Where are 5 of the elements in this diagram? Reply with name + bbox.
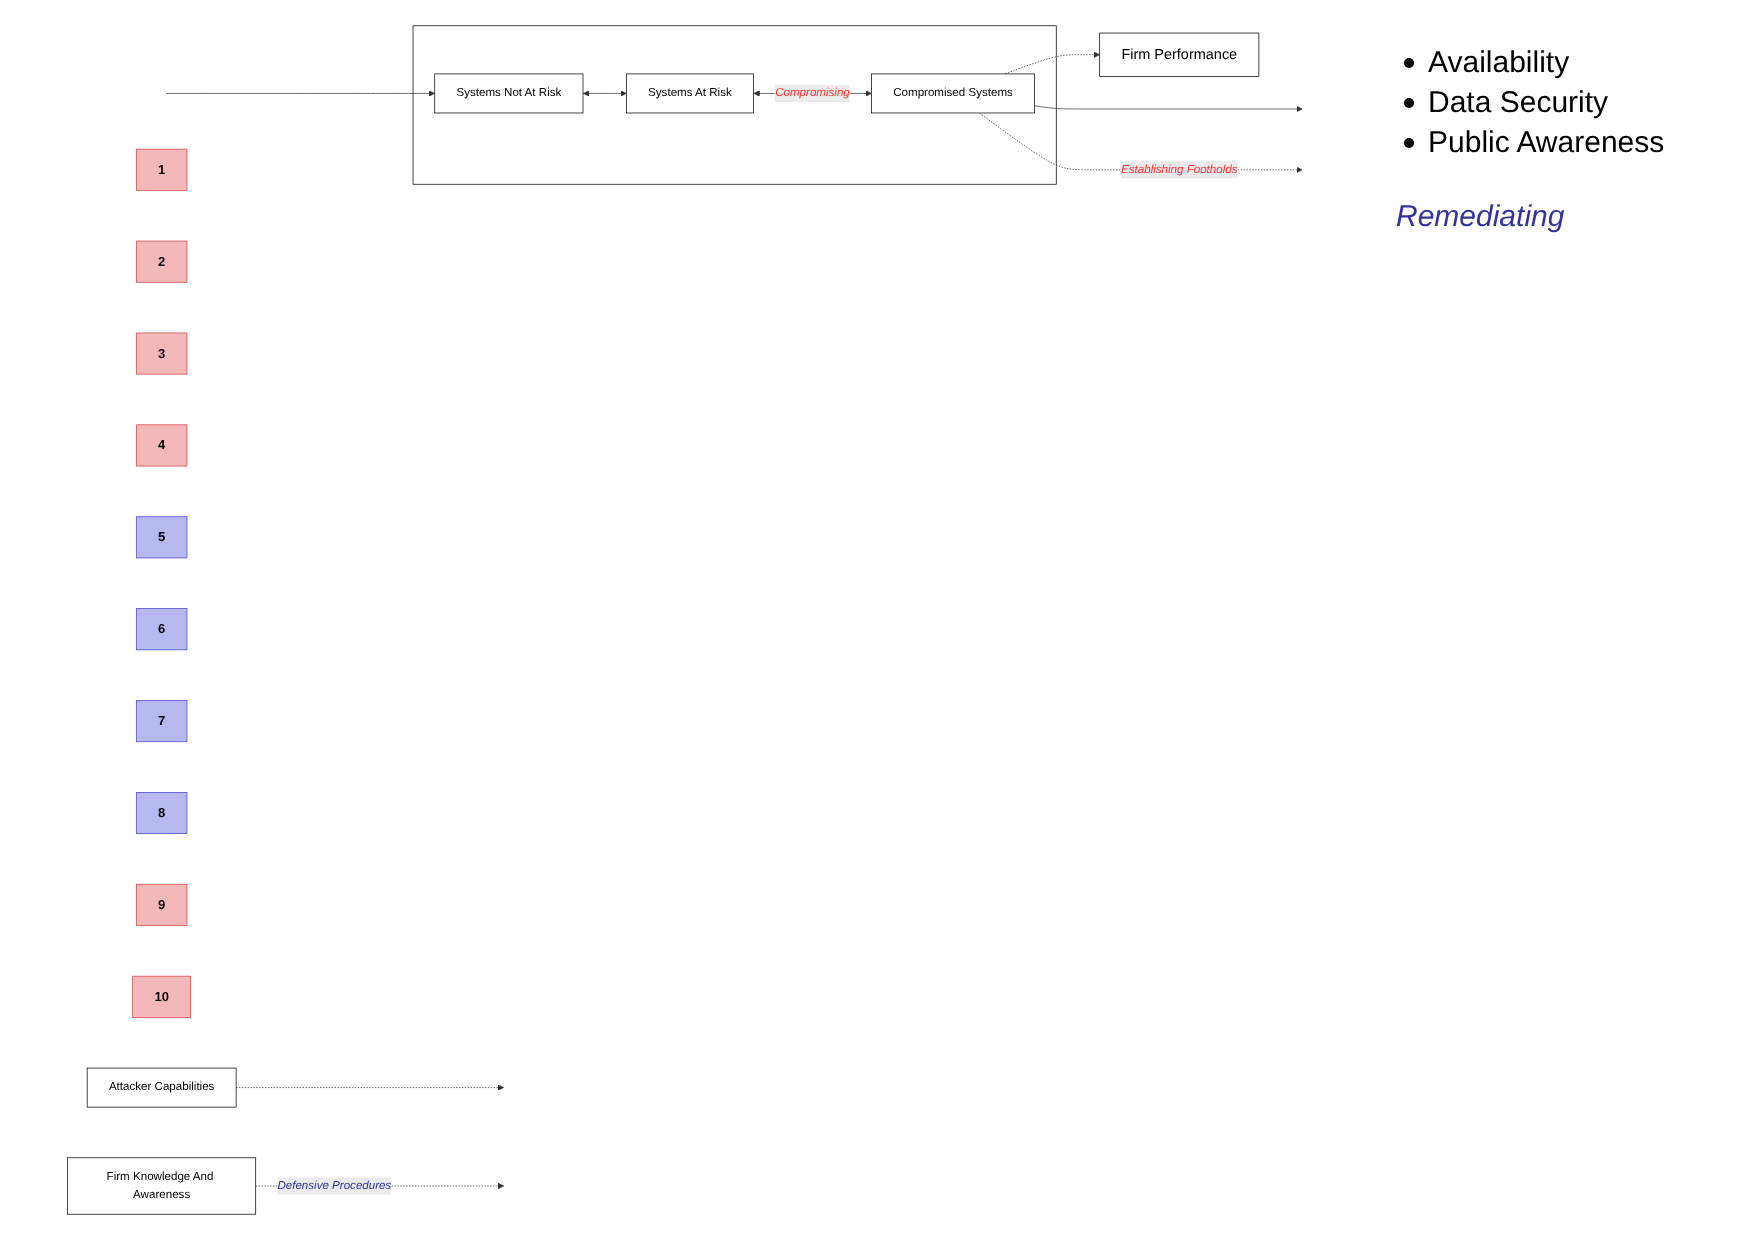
bullet-text: Availability [1428,46,1570,80]
bullet-text: Data Security [1428,86,1609,120]
arrow [583,90,627,97]
bullet-text: Public Awareness [1428,126,1665,160]
flow-label: Remediating [1396,200,1567,234]
